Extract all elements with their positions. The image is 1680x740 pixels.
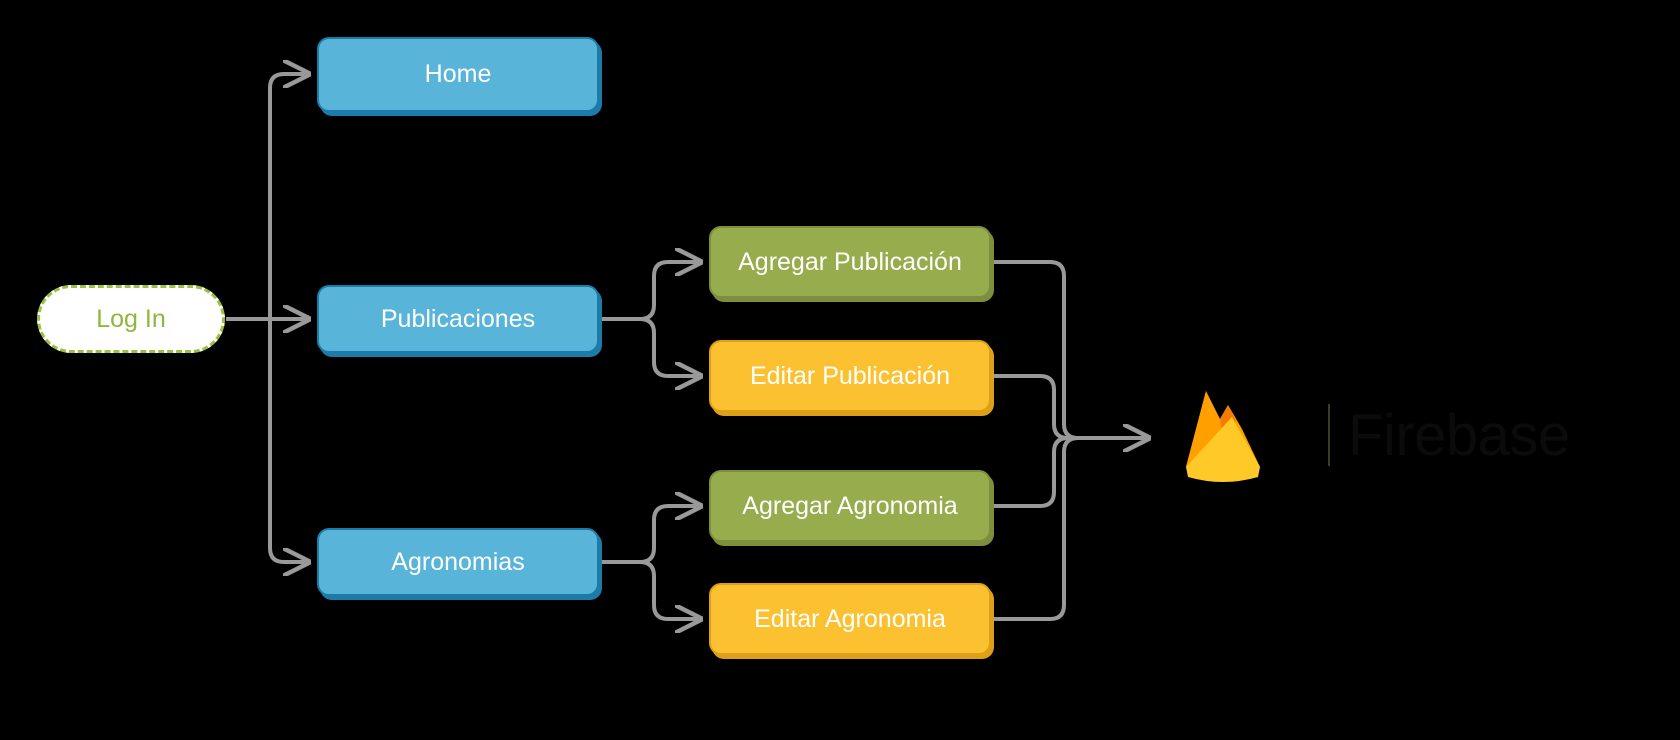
edge-agronomias-agregar [601,506,700,564]
node-agregar-publicacion[interactable]: Agregar Publicación [709,226,991,298]
node-agregar-agronomia-label: Agregar Agronomia [742,491,958,520]
edge-editar-agronomia-firebase [992,436,1112,621]
node-firebase[interactable]: Firebase [1180,385,1570,485]
node-agronomias[interactable]: Agronomias [317,528,599,596]
firebase-flame-icon [1186,391,1260,482]
node-publicaciones-label: Publicaciones [380,304,536,333]
node-home-label: Home [424,60,492,89]
node-publicaciones[interactable]: Publicaciones [317,285,599,353]
edge-editar-publicacion-firebase [992,374,1112,440]
firebase-divider [1328,404,1330,466]
node-log-in-label: Log In [96,304,166,333]
edge-agregar-agronomia-firebase [992,436,1112,508]
node-log-in[interactable]: Log In [37,285,225,353]
edge-agregar-publicacion-firebase [992,260,1112,440]
node-agregar-publicacion-label: Agregar Publicación [738,247,962,276]
edge-publicaciones-editar [601,317,700,376]
node-editar-agronomia[interactable]: Editar Agronomia [709,583,991,655]
edge-publicaciones-agregar [601,262,700,321]
node-editar-agronomia-label: Editar Agronomia [754,604,946,633]
node-home[interactable]: Home [317,37,599,112]
node-editar-publicacion[interactable]: Editar Publicación [709,340,991,412]
firebase-wordmark: Firebase [1348,402,1570,468]
edge-login-agronomias [268,319,308,562]
node-editar-publicacion-label: Editar Publicación [749,361,951,390]
node-agregar-agronomia[interactable]: Agregar Agronomia [709,470,991,542]
edge-agronomias-editar [601,560,700,619]
node-agronomias-label: Agronomias [391,547,525,576]
edge-login-home [268,74,308,319]
